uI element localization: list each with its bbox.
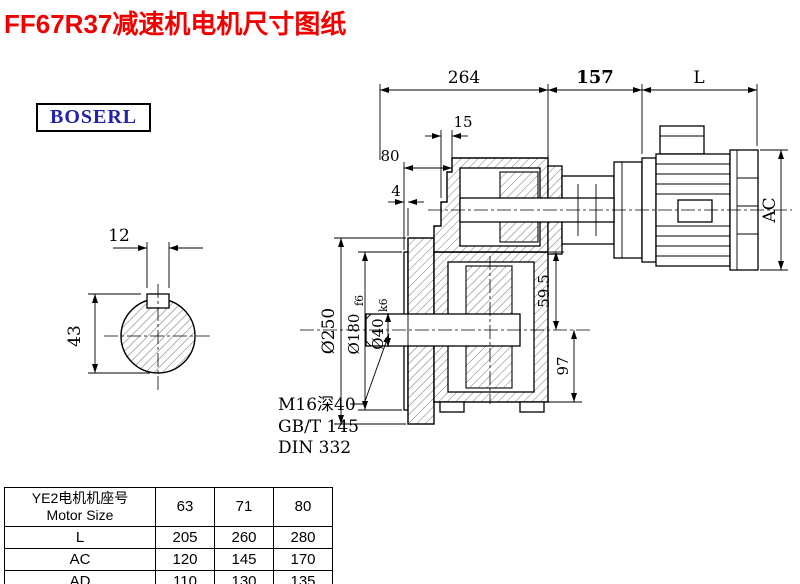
row-label: AC bbox=[4, 547, 156, 571]
dim-157: 157 bbox=[576, 67, 614, 88]
table-cell: 130 bbox=[214, 569, 274, 584]
dim-dia-180: Ø180 bbox=[345, 314, 363, 355]
table-cell: 63 bbox=[155, 487, 215, 527]
table-header-cn: YE2电机机座号 bbox=[31, 490, 129, 506]
dim-80: 80 bbox=[380, 147, 399, 165]
table-row-L: L 205 260 280 bbox=[4, 525, 333, 549]
motor bbox=[641, 125, 759, 271]
dim-AC: AC bbox=[760, 197, 780, 223]
dim-dia-250: Ø250 bbox=[319, 308, 339, 354]
dim-43: 43 bbox=[65, 325, 85, 347]
shaft-section-view bbox=[104, 284, 212, 390]
table-row-AD: AD 110 130 135 bbox=[4, 569, 333, 584]
table-cell: 120 bbox=[155, 547, 215, 571]
dim-dia-40-tol: k6 bbox=[377, 298, 390, 312]
centerlines bbox=[300, 209, 792, 404]
dim-4: 4 bbox=[391, 182, 401, 200]
spec-table: YE2电机机座号 Motor Size 63 71 80 L 205 260 2… bbox=[4, 487, 333, 584]
row-label: AD bbox=[4, 569, 156, 584]
dim-12: 12 bbox=[108, 226, 130, 246]
terminal-box bbox=[659, 125, 705, 155]
table-cell: 170 bbox=[273, 547, 333, 571]
housing-foot-left bbox=[439, 401, 465, 413]
dim-dia-40: Ø40 bbox=[369, 318, 387, 349]
table-header-row: YE2电机机座号 Motor Size 63 71 80 bbox=[4, 487, 333, 527]
table-header-en: Motor Size bbox=[46, 506, 114, 523]
dimension-labels: 264 157 L 15 80 4 12 43 59.5 97 AC Ø250 … bbox=[65, 67, 780, 458]
dim-59-5: 59.5 bbox=[535, 274, 553, 307]
motor-adapter bbox=[459, 161, 643, 259]
note-gb: GB/T 145 bbox=[278, 417, 359, 437]
page-title: FF67R37减速机电机尺寸图纸 bbox=[4, 9, 347, 39]
table-cell: 135 bbox=[273, 569, 333, 584]
housing-foot-right bbox=[519, 401, 545, 413]
table-cell: 205 bbox=[155, 525, 215, 549]
note-thread: M16深40 bbox=[278, 395, 356, 415]
table-row-AC: AC 120 145 170 bbox=[4, 547, 333, 571]
dim-dia-180-tol: f6 bbox=[353, 295, 366, 306]
dimension-lines bbox=[334, 84, 788, 425]
dim-L: L bbox=[693, 68, 704, 88]
table-cell: 145 bbox=[214, 547, 274, 571]
motor-nameplate bbox=[677, 199, 713, 223]
dim-97: 97 bbox=[554, 356, 572, 375]
table-cell: 80 bbox=[273, 487, 333, 527]
table-cell: 280 bbox=[273, 525, 333, 549]
table-cell: 71 bbox=[214, 487, 274, 527]
dim-264: 264 bbox=[448, 68, 480, 88]
dim-15: 15 bbox=[453, 113, 472, 131]
brand-logo: BOSERL bbox=[36, 103, 152, 132]
row-label: L bbox=[4, 525, 156, 549]
table-cell: 110 bbox=[155, 569, 215, 584]
shaft-view-dimensions bbox=[88, 242, 203, 374]
note-din: DIN 332 bbox=[278, 438, 351, 458]
table-header-motor-size: YE2电机机座号 Motor Size bbox=[4, 487, 156, 527]
table-cell: 260 bbox=[214, 525, 274, 549]
